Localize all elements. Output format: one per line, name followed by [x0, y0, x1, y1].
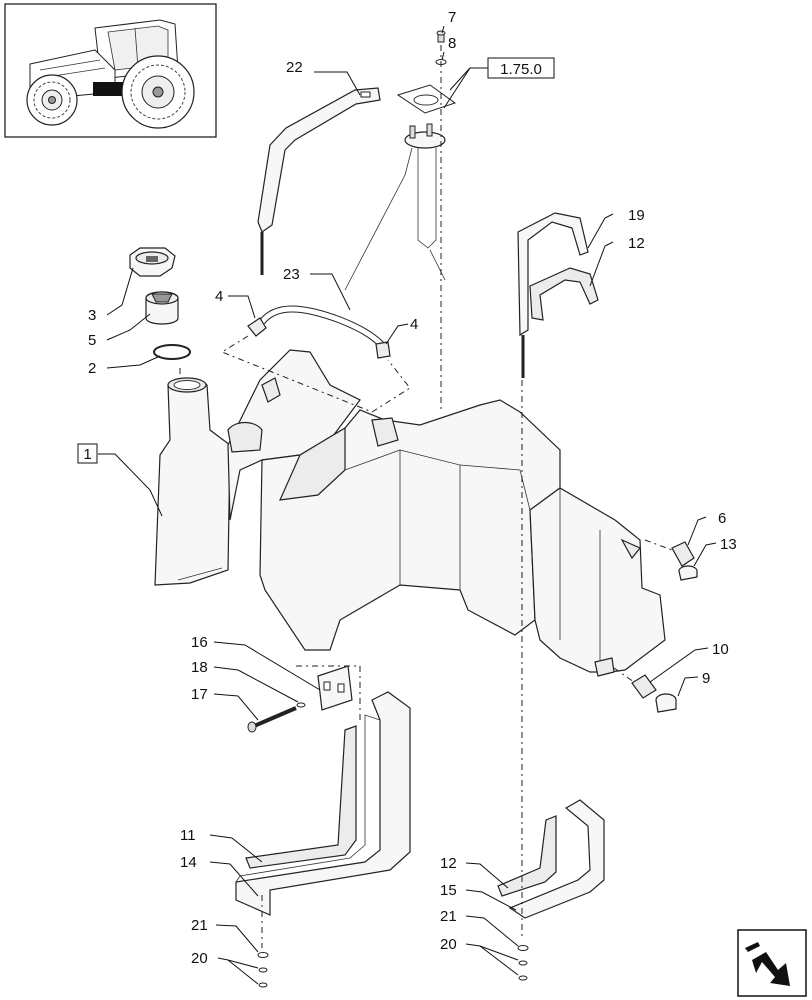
callout-19: 19 [628, 207, 645, 224]
callout-22: 22 [286, 59, 303, 76]
cap-plug-lower[interactable] [655, 693, 677, 713]
filler-adapter[interactable] [145, 291, 179, 325]
sender-group-ref-box[interactable]: 1.75.0 [487, 57, 555, 79]
callout-23: 23 [283, 266, 300, 283]
tractor-icon [26, 19, 195, 129]
callout-21-right: 21 [440, 908, 457, 925]
callout-12-lower: 12 [440, 855, 457, 872]
callout-20-right: 20 [440, 936, 457, 953]
callout-21-left: 21 [191, 917, 208, 934]
callout-15: 15 [440, 882, 457, 899]
sender-screw[interactable] [436, 30, 446, 43]
callout-6: 6 [718, 510, 726, 527]
callout-14: 14 [180, 854, 197, 871]
support-pad-right[interactable] [497, 815, 557, 897]
callout-8: 8 [448, 35, 456, 52]
callout-5: 5 [88, 332, 96, 349]
callout-4-right: 4 [410, 316, 418, 333]
bracket-washer[interactable] [296, 702, 306, 708]
washer-nut-left[interactable] [257, 952, 269, 988]
tank-strap-right[interactable] [517, 212, 589, 378]
callout-18: 18 [191, 659, 208, 676]
callout-17: 17 [191, 686, 208, 703]
assembly-centerlines [179, 45, 673, 948]
callout-10: 10 [712, 641, 729, 658]
callout-7: 7 [448, 9, 456, 26]
washer-nut-right[interactable] [517, 945, 529, 981]
callout-4-left: 4 [215, 288, 223, 305]
callout-13: 13 [720, 536, 737, 553]
leader-lines [98, 25, 717, 985]
callout-2: 2 [88, 360, 96, 377]
tank-strap-left[interactable] [257, 87, 381, 275]
cap-plug-upper[interactable] [678, 565, 698, 581]
callout-labels: 7 8 22 23 4 4 3 5 2 19 12 6 13 10 9 16 1… [88, 9, 737, 967]
strap-pad[interactable] [529, 267, 599, 321]
fuel-cap[interactable] [129, 247, 176, 277]
next-page-arrow-icon[interactable] [737, 929, 807, 997]
tank-support-right[interactable] [508, 799, 605, 919]
connector-fitting-upper[interactable] [671, 541, 695, 567]
callout-20-left: 20 [191, 950, 208, 967]
support-pad-left[interactable] [245, 725, 357, 869]
bracket-bolt[interactable] [247, 706, 297, 733]
fuel-level-sender[interactable] [344, 84, 457, 291]
tank-support-left[interactable] [235, 691, 411, 916]
connector-fitting-lower[interactable] [631, 674, 657, 699]
mounting-bracket[interactable] [317, 665, 353, 711]
fuel-tank[interactable] [154, 349, 666, 677]
callout-9: 9 [702, 670, 710, 687]
callout-16: 16 [191, 634, 208, 651]
hose-fitting-left[interactable] [247, 317, 267, 337]
sender-group-ref-label: 1.75.0 [500, 61, 542, 78]
tank-ref-label: 1 [83, 446, 91, 463]
callout-12-upper: 12 [628, 235, 645, 252]
hose-fitting-right[interactable] [375, 341, 391, 359]
callout-3: 3 [88, 307, 96, 324]
o-ring[interactable] [153, 344, 191, 360]
fuel-hose[interactable] [259, 305, 385, 348]
tank-ref-box[interactable]: 1 [77, 443, 98, 464]
callout-11: 11 [180, 827, 196, 844]
